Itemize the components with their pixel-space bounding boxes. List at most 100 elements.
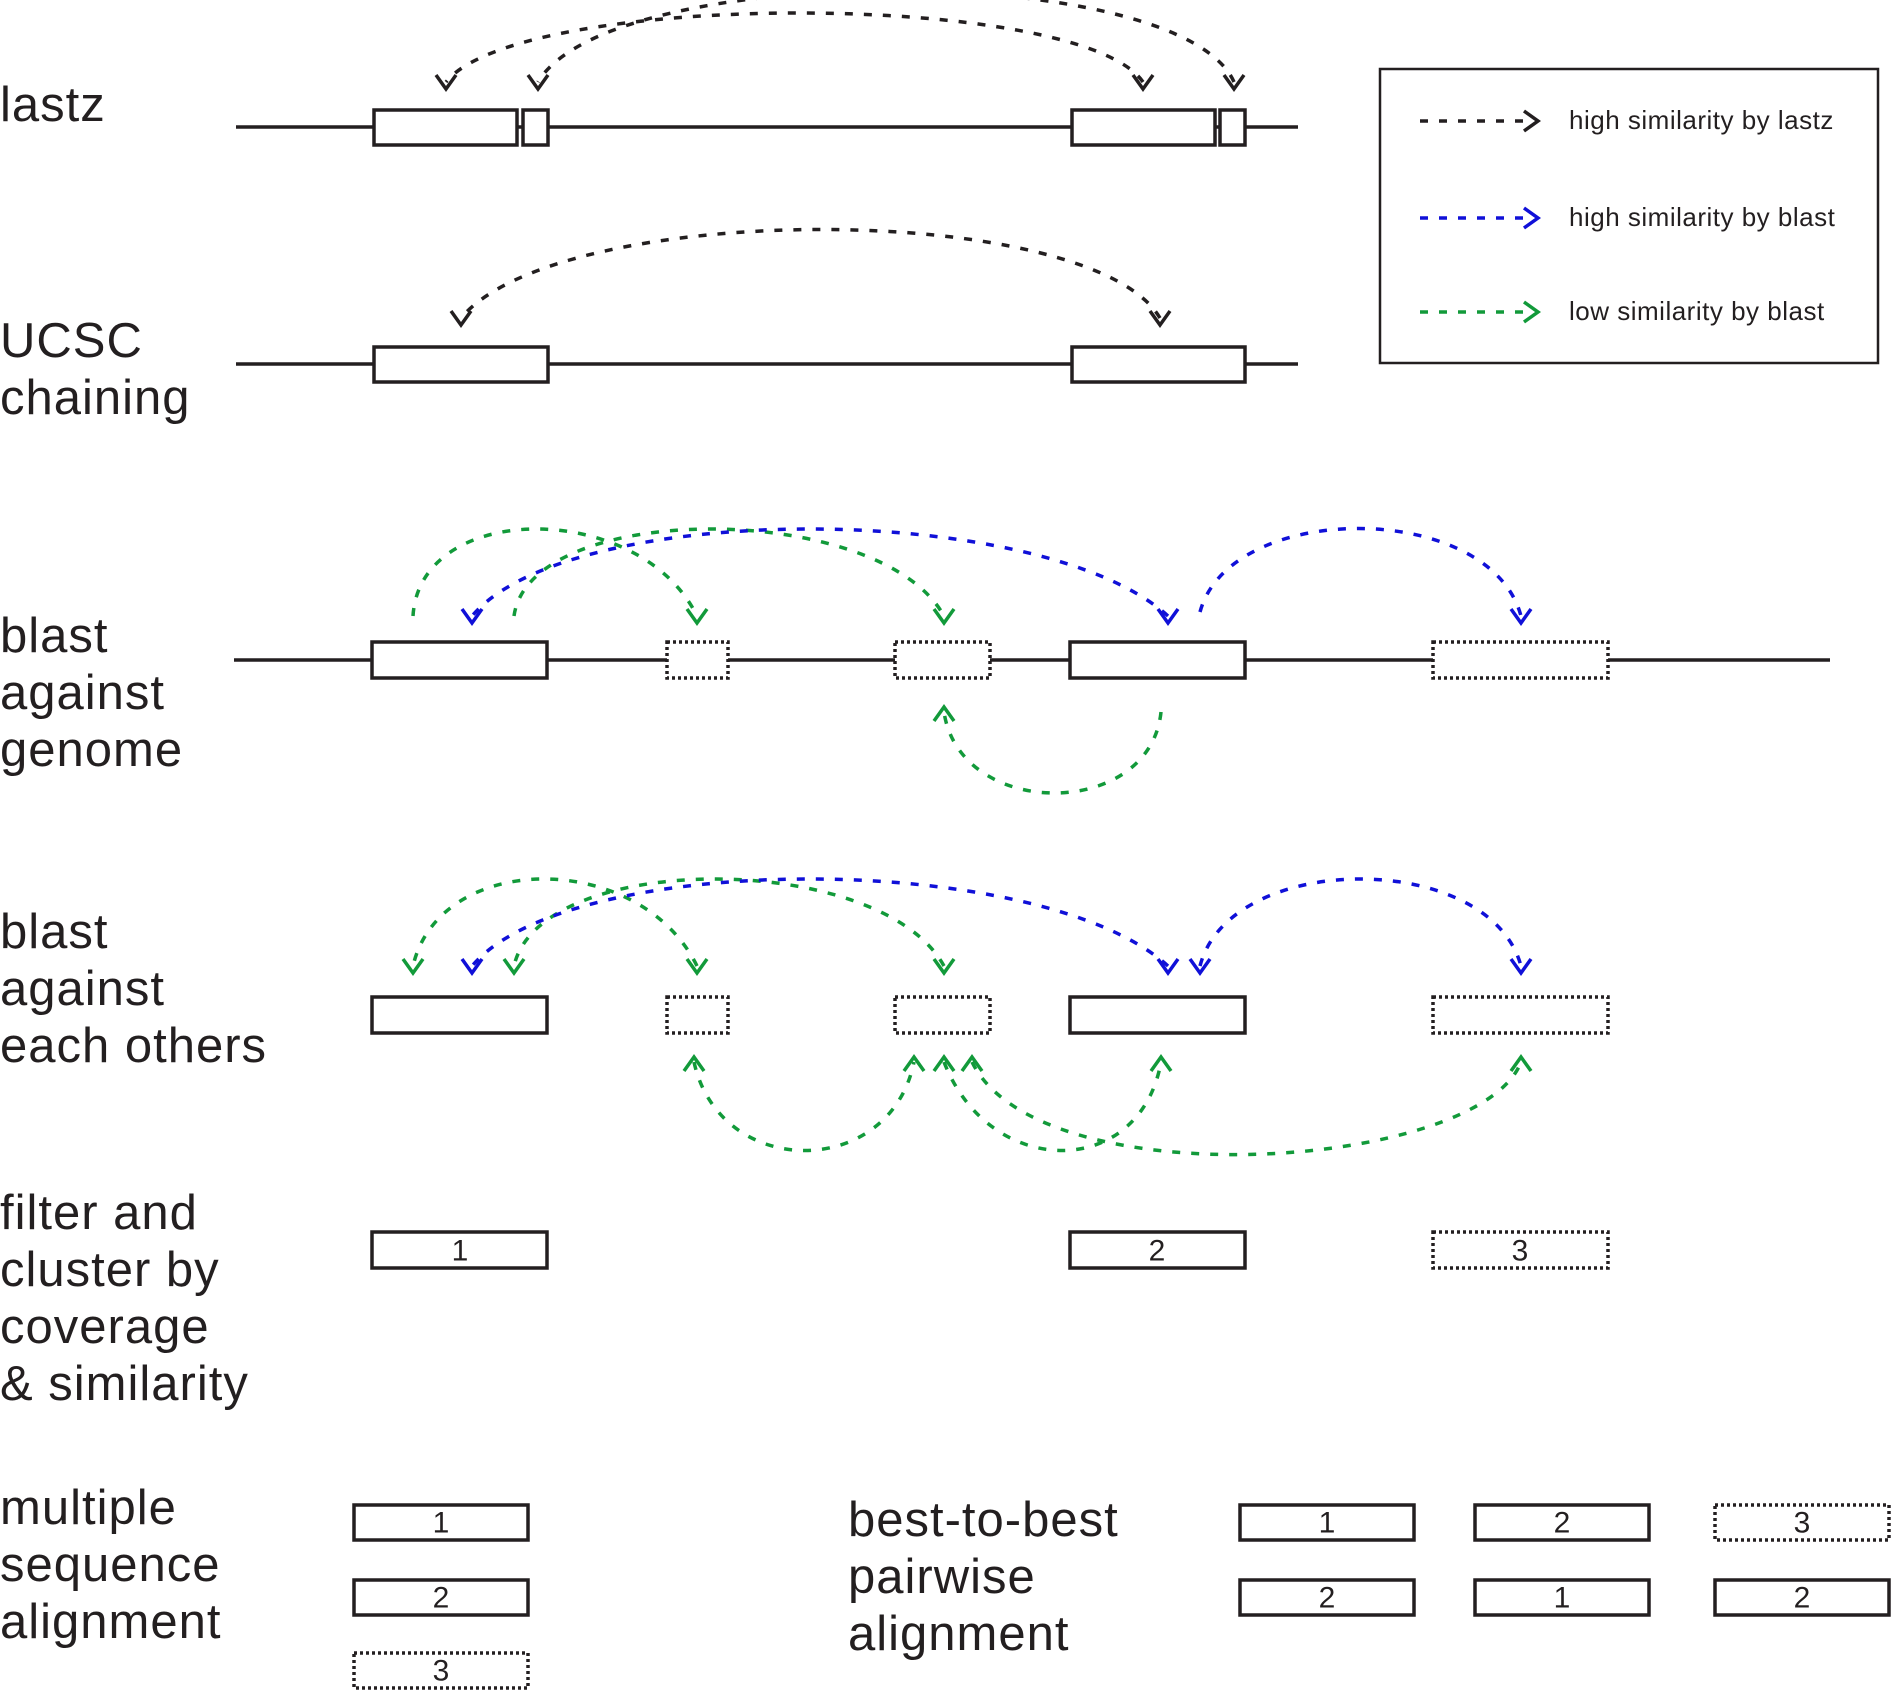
lastz-similarity-arrow — [536, 0, 1236, 83]
arrow-head — [685, 607, 709, 627]
candidate-box — [893, 640, 992, 680]
btb-box — [1473, 1503, 1651, 1542]
legend-label: low similarity by blast — [1569, 296, 1825, 326]
segment-box — [1218, 108, 1247, 147]
msa-box — [352, 1503, 530, 1542]
msa-box — [352, 1651, 530, 1690]
arrow-head — [1522, 109, 1542, 133]
arrow-head — [685, 957, 709, 977]
arrow-head — [932, 957, 956, 977]
lastz-similarity-arrow — [444, 11, 1145, 84]
label-line: filter and — [0, 1186, 198, 1240]
high-similarity-arrow — [1198, 526, 1523, 617]
arrow-head — [1222, 73, 1246, 93]
label-line: each others — [0, 1019, 268, 1073]
arrow-head — [1149, 1053, 1173, 1073]
arrow-head — [502, 957, 526, 977]
arrow-head — [960, 1053, 984, 1073]
low-similarity-arrow — [411, 527, 699, 617]
label-line: & similarity — [0, 1357, 249, 1411]
legend-frame — [1378, 67, 1880, 365]
label-line: multiple — [0, 1481, 177, 1535]
blast-genome-row — [234, 526, 1830, 795]
btb-number: 1 — [1319, 1507, 1336, 1540]
label-line: UCSC — [0, 314, 143, 368]
arrow-head — [1522, 300, 1542, 324]
lastz-similarity-arrow — [459, 227, 1162, 320]
segment-box — [521, 108, 550, 147]
btb-box — [1238, 1578, 1416, 1617]
cluster-number: 2 — [1149, 1235, 1166, 1268]
arrow-head — [1131, 73, 1155, 93]
arrow-head — [460, 957, 484, 977]
arrow-head — [682, 1053, 706, 1073]
label-line: sequence — [0, 1538, 221, 1592]
cluster-box — [1068, 1230, 1247, 1270]
arrow-head — [401, 957, 425, 977]
candidate-box — [665, 995, 730, 1035]
lastz-row — [236, 0, 1298, 147]
low-similarity-arrow — [411, 877, 699, 967]
arrow-head — [434, 73, 458, 93]
legend-label: high similarity by lastz — [1569, 105, 1834, 135]
label-lastz: lastz — [0, 77, 106, 134]
filter-row: 1 2 3 — [370, 1230, 1610, 1270]
label-line: coverage — [0, 1300, 210, 1354]
btb-box — [1238, 1503, 1416, 1542]
label-line: pairwise — [848, 1550, 1036, 1604]
low-similarity-arrow — [692, 1061, 916, 1153]
segment-box — [372, 345, 550, 384]
btb-box — [1713, 1503, 1891, 1542]
legend: high similarity by lastz high similarity… — [1378, 67, 1880, 365]
arrow-head — [1156, 607, 1180, 627]
segment-box — [370, 995, 549, 1035]
label-line: cluster by — [0, 1243, 220, 1297]
msa-box — [352, 1578, 530, 1617]
arrow-head — [1509, 607, 1533, 627]
arrow-head — [932, 703, 956, 723]
btb-number: 1 — [1554, 1582, 1571, 1615]
label-line: chaining — [0, 371, 191, 425]
arrow-head — [932, 607, 956, 627]
cluster-number: 3 — [1512, 1235, 1529, 1268]
blast-each-row — [370, 877, 1610, 1157]
label-line: lastz — [0, 78, 106, 132]
btb-number: 3 — [1794, 1507, 1811, 1540]
btb-box — [1713, 1578, 1891, 1617]
label-line: best-to-best — [848, 1493, 1119, 1547]
ucsc-row — [236, 227, 1298, 384]
msa-number: 3 — [433, 1655, 450, 1688]
label-line: alignment — [0, 1595, 222, 1649]
arrow-head — [1509, 1053, 1533, 1073]
high-similarity-arrow — [470, 877, 1170, 968]
arrow-head — [1148, 309, 1172, 329]
label-line: blast — [0, 905, 109, 959]
label-line: against — [0, 666, 166, 720]
segment-box — [370, 640, 549, 680]
btb-number: 2 — [1794, 1582, 1811, 1615]
arrow-head — [460, 607, 484, 627]
arrow-head — [902, 1053, 926, 1073]
candidate-box — [1431, 640, 1610, 680]
low-similarity-arrow — [942, 1061, 1163, 1153]
btb-box — [1473, 1578, 1651, 1617]
high-similarity-arrow — [1198, 877, 1523, 967]
low-similarity-arrow — [942, 711, 1163, 795]
label-line: against — [0, 962, 166, 1016]
btb-number: 2 — [1554, 1507, 1571, 1540]
msa-number: 1 — [433, 1507, 450, 1540]
candidate-box — [665, 640, 730, 680]
arrow-head — [1188, 957, 1212, 977]
btb-number: 2 — [1319, 1582, 1336, 1615]
arrow-head — [1509, 957, 1533, 977]
segment-box — [1068, 640, 1247, 680]
label-line: alignment — [848, 1607, 1070, 1661]
cluster-box — [370, 1230, 549, 1270]
cluster-number: 1 — [452, 1235, 469, 1268]
